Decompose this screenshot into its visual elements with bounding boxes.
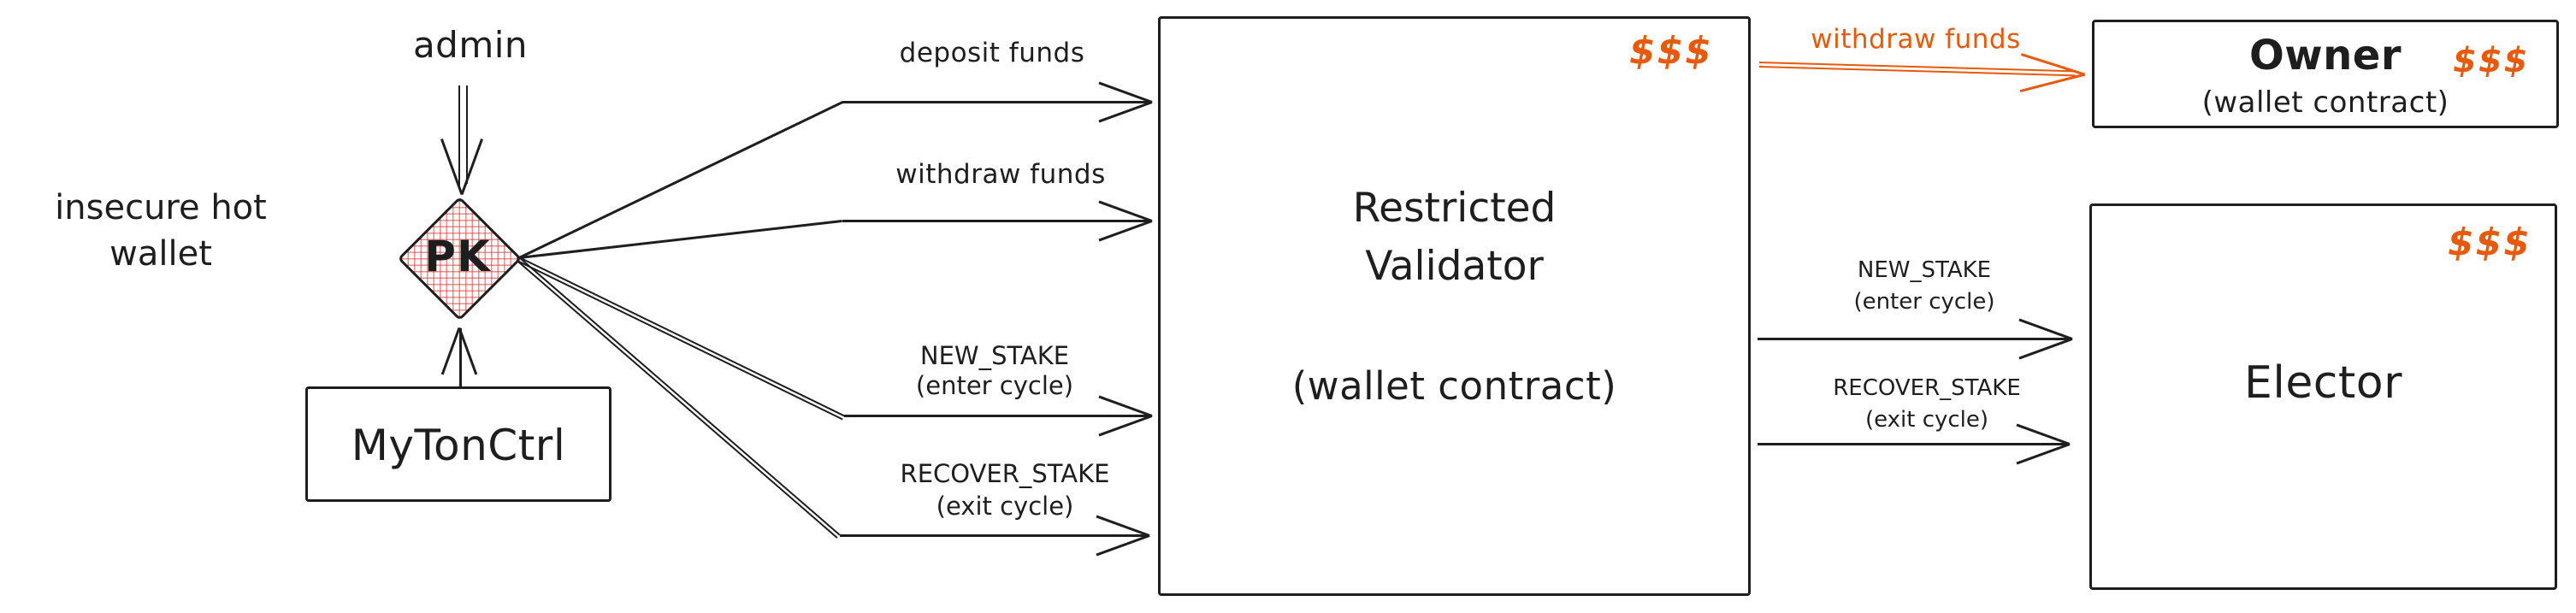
restricted-validator-subtitle: (wallet contract) — [1291, 363, 1617, 409]
pk-withdraw-connector — [518, 219, 842, 259]
new-stake-label-line2: (enter cycle) — [915, 371, 1074, 400]
restricted-validator-money: $$$ — [1629, 29, 1713, 73]
restricted-validator-title-line1: Restricted — [1352, 185, 1557, 232]
recover-stake-right-label-line1: RECOVER_STAKE — [1833, 375, 2021, 401]
new-stake-right-arrow — [1758, 338, 2072, 340]
new-stake-label: NEW_STAKE (enter cycle) — [824, 341, 1166, 401]
withdraw-to-owner-arrow-line — [1758, 62, 2076, 73]
recover-stake-label-line1: RECOVER_STAKE — [900, 459, 1110, 488]
owner-subtitle: (wallet contract) — [2201, 85, 2449, 120]
pk-deposit-connector — [518, 101, 844, 259]
recover-stake-right-label-line2: (exit cycle) — [1864, 407, 1989, 433]
withdraw-to-owner-arrow — [1758, 53, 2086, 92]
recover-stake-right-label: RECOVER_STAKE (exit cycle) — [1756, 373, 2098, 436]
mytonctrl-node — [305, 386, 612, 502]
owner-node — [2092, 20, 2559, 128]
restricted-validator-node — [1158, 16, 1751, 596]
owner-money: $$$ — [2453, 41, 2530, 80]
elector-node — [2089, 203, 2557, 590]
recover-stake-label: RECOVER_STAKE (exit cycle) — [834, 457, 1176, 522]
admin-arrow-line2 — [466, 85, 468, 184]
insecure-hot-wallet-label: insecure hot wallet — [0, 185, 322, 277]
mytonctrl-label: MyTonCtrl — [351, 421, 566, 470]
new-stake-right-label: NEW_STAKE (enter cycle) — [1753, 255, 2095, 318]
admin-arrow-line — [458, 85, 460, 186]
new-stake-arrow — [844, 415, 1150, 417]
new-stake-right-label-line2: (enter cycle) — [1853, 289, 1995, 315]
restricted-validator-title: Restricted Validator — [1158, 180, 1751, 296]
pk-label: PK — [424, 232, 491, 281]
insecure-hot-wallet-line1: insecure hot — [55, 188, 267, 227]
restricted-validator-title-line2: Validator — [1365, 243, 1544, 290]
new-stake-right-label-line1: NEW_STAKE — [1857, 257, 1992, 283]
withdraw-funds-label: withdraw funds — [895, 159, 1106, 190]
pk-node: PK — [397, 196, 523, 321]
elector-title: Elector — [2244, 357, 2402, 409]
withdraw-to-owner-label: withdraw funds — [1811, 24, 2021, 55]
admin-label: admin — [412, 24, 529, 66]
deposit-funds-label: deposit funds — [899, 38, 1085, 68]
elector-money: $$$ — [2448, 221, 2532, 264]
insecure-hot-wallet-line2: wallet — [109, 234, 212, 274]
recover-stake-right-arrow — [1758, 443, 2070, 445]
recover-stake-arrow — [840, 534, 1148, 537]
recover-stake-label-line2: (exit cycle) — [936, 492, 1074, 521]
mytonctrl-arrow-line — [459, 328, 462, 386]
withdraw-funds-arrow — [842, 220, 1150, 222]
deposit-funds-arrow — [842, 101, 1150, 103]
owner-title: Owner — [2248, 32, 2402, 80]
new-stake-label-line1: NEW_STAKE — [919, 341, 1070, 370]
